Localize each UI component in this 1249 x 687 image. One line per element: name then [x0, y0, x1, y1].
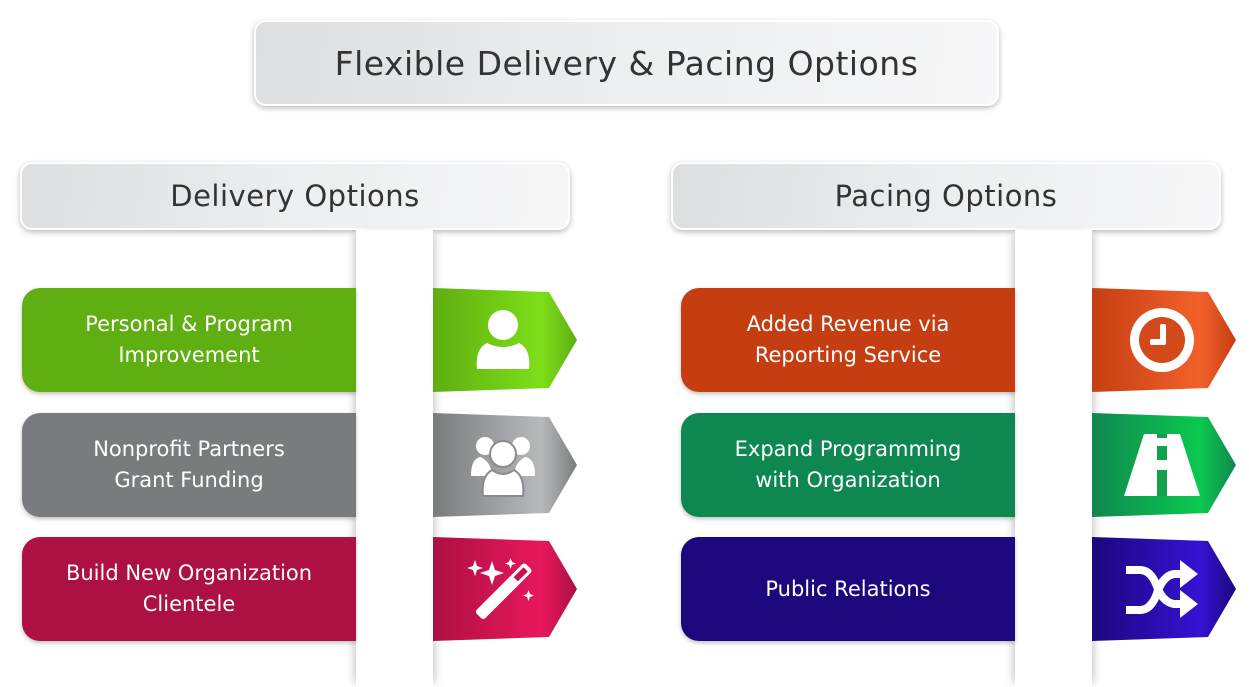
option-label-line1: Nonprofit Partners: [93, 437, 285, 461]
option-label-line1: Build New Organization: [65, 561, 313, 585]
option-label-line2: Grant Funding: [114, 468, 264, 492]
option-icon-tab: [1092, 537, 1237, 641]
option-label-line1: Personal & Program: [85, 312, 293, 336]
road-icon: [1122, 430, 1202, 500]
option-label: Expand Programming with Organization: [735, 434, 962, 496]
option-label-line2: with Organization: [755, 468, 941, 492]
main-title-text: Flexible Delivery & Pacing Options: [334, 43, 919, 83]
option-icon-tab: [433, 537, 578, 641]
pacing-options-heading-text: Pacing Options: [834, 179, 1058, 213]
pacing-pillar: [1015, 230, 1092, 687]
option-card: Expand Programming with Organization: [681, 413, 1015, 517]
group-icon: [463, 430, 543, 500]
option-label-line1: Expand Programming: [734, 437, 962, 461]
shuffle-icon: [1122, 554, 1202, 624]
pacing-options-heading: Pacing Options: [671, 162, 1221, 230]
option-label-line2: Reporting Service: [754, 343, 942, 367]
option-label: Public Relations: [765, 574, 930, 605]
option-label-line1: Added Revenue via: [746, 312, 950, 336]
option-icon-tab: [1092, 288, 1237, 392]
option-label-line2: Clientele: [142, 592, 236, 616]
option-label-line1: Public Relations: [765, 576, 931, 601]
delivery-pillar: [356, 230, 433, 687]
delivery-options-heading: Delivery Options: [20, 162, 570, 230]
arrow-tab-shape: [1092, 537, 1236, 641]
arrow-tab-shape: [433, 288, 577, 392]
user-icon: [463, 305, 543, 375]
main-title: Flexible Delivery & Pacing Options: [254, 20, 999, 106]
clock-icon: [1122, 305, 1202, 375]
delivery-options-heading-text: Delivery Options: [170, 179, 420, 213]
option-card: Public Relations: [681, 537, 1015, 641]
option-icon-tab: [433, 413, 578, 517]
option-icon-tab: [433, 288, 578, 392]
option-icon-tab: [1092, 413, 1237, 517]
magic-wand-icon: [463, 554, 543, 624]
option-label-line2: Improvement: [118, 343, 260, 367]
